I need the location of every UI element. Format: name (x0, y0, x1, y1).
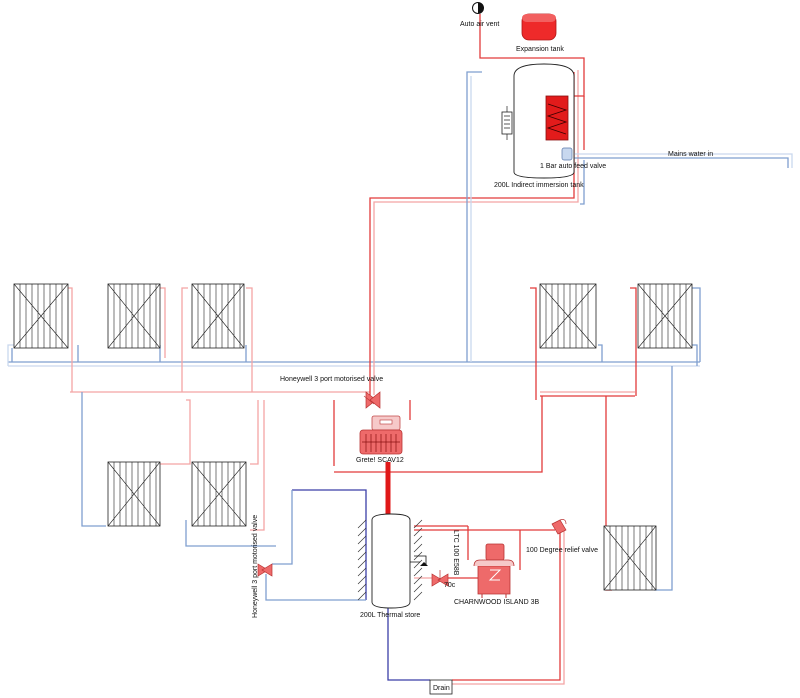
indirect-immersion-tank (513, 63, 575, 179)
auto-air-vent-icon (472, 2, 484, 14)
auto-feed-valve-icon (561, 147, 573, 161)
motorised-valve-top-label: Honeywell 3 port motorised valve (280, 376, 383, 383)
drain-box (429, 679, 453, 695)
indirect-tank-label: 200L Indirect immersion tank (494, 182, 584, 189)
radiator (603, 525, 657, 591)
ltc-valve-icon (431, 570, 449, 587)
motorised-valve-left-label: Honeywell 3 port motorised valve (252, 515, 259, 618)
relief-valve-label: 100 Degree relief valve (526, 547, 598, 554)
mains-water-label: Mains water in (668, 151, 713, 158)
auto-feed-valve-label: 1 Bar auto feed valve (540, 163, 606, 170)
thermal-store (357, 513, 428, 609)
motorised-valve-icon (363, 391, 381, 409)
radiator (191, 283, 245, 349)
ltc-temp-label: 70c (444, 582, 456, 589)
boiler-label: CHARNWOOD ISLAND 3B (454, 599, 540, 606)
radiator (191, 461, 247, 527)
radiator (539, 283, 597, 349)
radiator (13, 283, 69, 349)
pump-label: Grete! SCAV12 (356, 457, 404, 464)
motorised-valve-left-icon (257, 563, 273, 577)
radiator (637, 283, 693, 349)
drain-label: Drain (433, 685, 450, 692)
immersion-heater-icon (501, 106, 513, 140)
relief-valve-icon (551, 519, 567, 535)
ltc-label: LTC 100 E58B (452, 530, 459, 576)
boiler-icon (473, 543, 515, 598)
expansion-tank-label: Expansion tank (516, 46, 564, 53)
thermal-store-label: 200L Thermal store (360, 612, 420, 619)
auto-air-vent-label: Auto air vent (460, 21, 499, 28)
radiator (107, 461, 161, 527)
pump-icon (359, 415, 403, 455)
expansion-tank-icon (521, 13, 557, 41)
radiator (107, 283, 161, 349)
